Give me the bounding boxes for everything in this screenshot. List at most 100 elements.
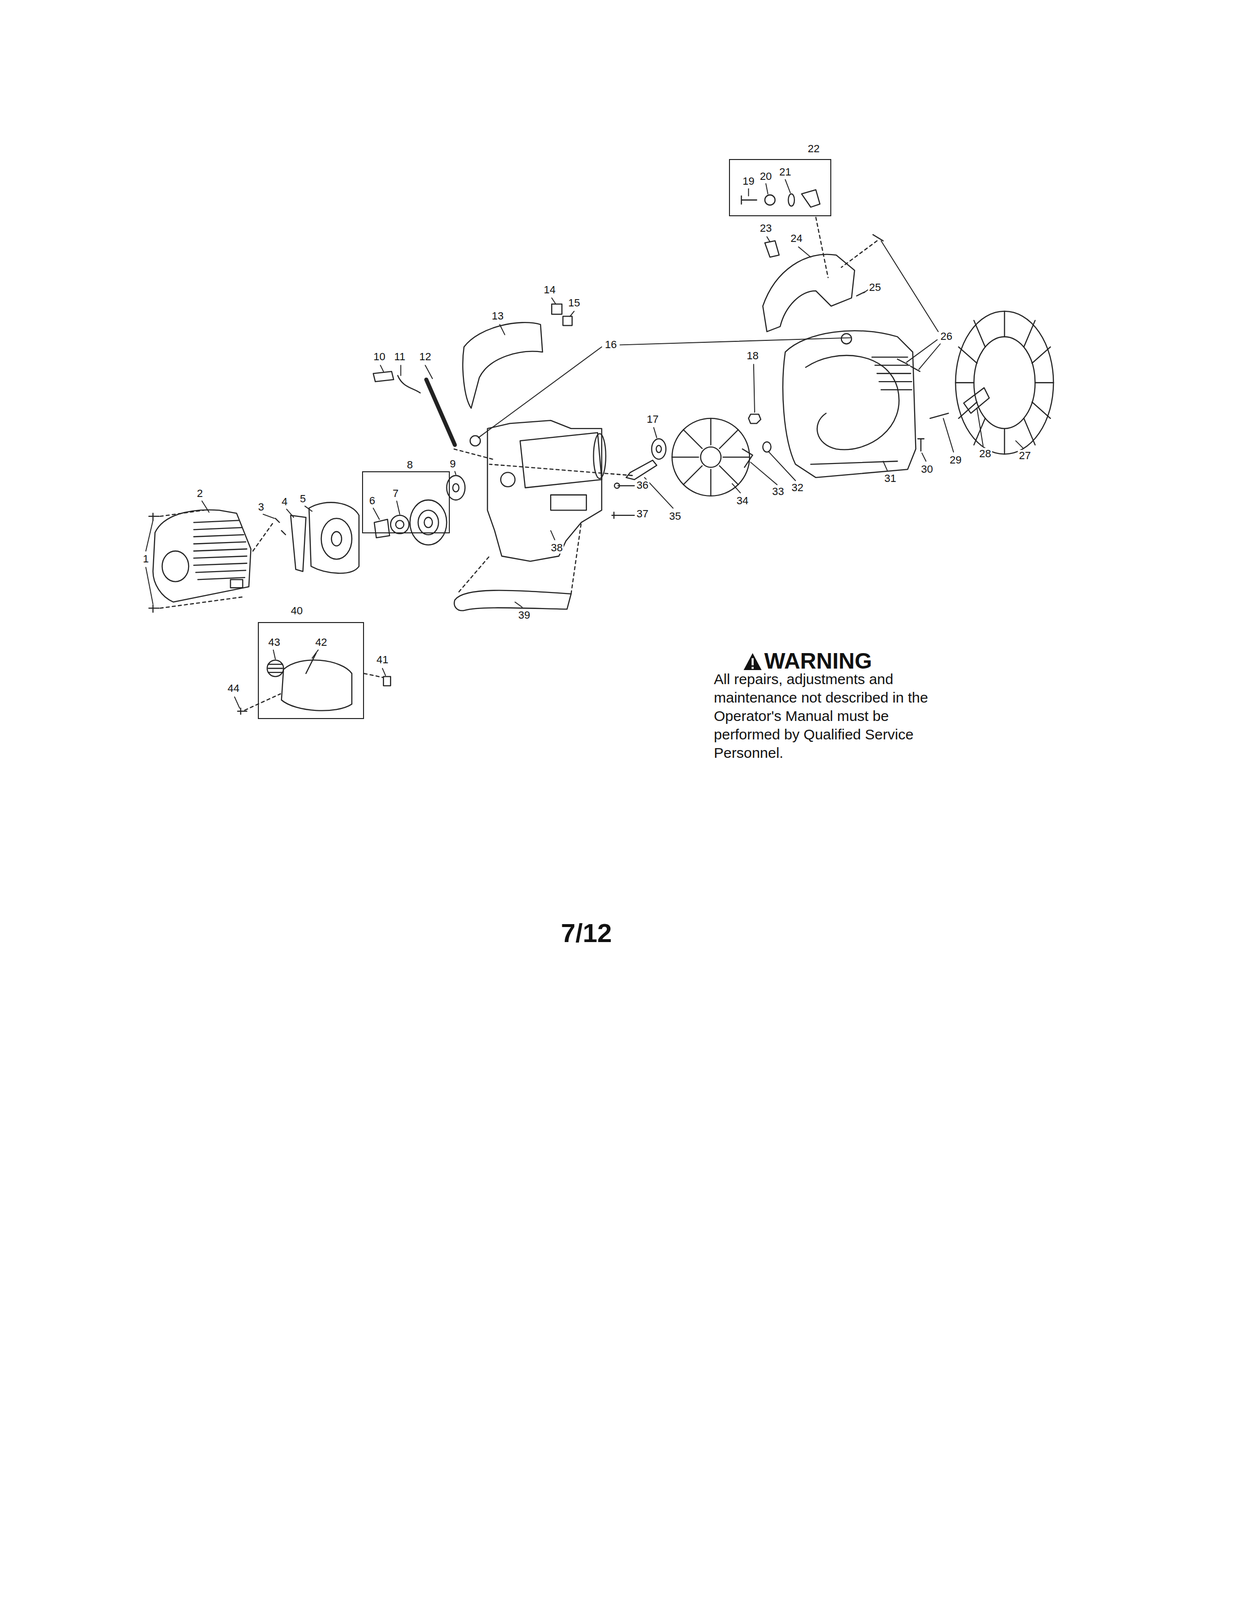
ignition-module	[268, 664, 283, 673]
top-handle	[762, 240, 855, 332]
leader-line	[202, 500, 210, 512]
leader-line	[798, 246, 811, 257]
engine-cover	[193, 520, 247, 580]
leader-line	[732, 483, 741, 493]
throttle-cable	[397, 375, 421, 393]
leader-line	[1015, 440, 1024, 448]
warning-symbol	[751, 657, 754, 666]
handle-half	[562, 316, 572, 326]
callout-number: 6	[368, 494, 377, 507]
leader-line	[499, 324, 506, 335]
callout-number: 24	[789, 232, 804, 245]
engine-cover	[230, 579, 243, 588]
intake-grill	[955, 311, 1054, 455]
gasket	[290, 515, 307, 572]
leader-line	[478, 337, 851, 438]
blower-housing	[500, 472, 515, 487]
leader-line	[273, 649, 276, 660]
shaft	[614, 483, 620, 489]
assembly-line	[159, 509, 204, 517]
callout-number: 4	[280, 495, 289, 508]
shaft	[611, 438, 666, 519]
hardware	[918, 438, 925, 451]
blower-housing-half	[871, 357, 912, 390]
callout-number: 36	[635, 479, 650, 492]
callout-number: 26	[939, 330, 953, 343]
callout-number: 44	[226, 682, 241, 695]
throttle-cable	[373, 371, 455, 445]
page-number: 7/12	[559, 918, 613, 948]
blower-housing	[550, 494, 587, 511]
group-callout-number: 8	[406, 459, 414, 471]
impeller	[700, 446, 721, 468]
callout-number: 11	[393, 350, 407, 363]
callout-number: 25	[868, 281, 882, 294]
leader-line	[373, 507, 380, 520]
washer	[452, 483, 460, 492]
impeller	[672, 418, 750, 496]
assembly-line	[815, 217, 828, 278]
group-callout-number: 22	[807, 142, 821, 155]
leader-line	[747, 188, 749, 196]
callout-number: 32	[790, 481, 805, 494]
leader-line	[380, 364, 384, 372]
starter-housing	[309, 502, 360, 573]
impeller	[672, 418, 750, 496]
callout-number: 29	[948, 454, 963, 466]
callout-number: 38	[550, 541, 564, 554]
leader-line	[785, 179, 791, 193]
leader-line	[943, 418, 954, 452]
screw	[275, 518, 286, 535]
hardware	[872, 234, 884, 241]
callout-number: 43	[267, 636, 282, 649]
starter-housing	[331, 531, 342, 546]
leader-line	[263, 514, 275, 519]
shaft	[656, 445, 662, 453]
callout-number: 37	[635, 507, 650, 520]
leader-line	[304, 506, 313, 512]
throttle-cable	[373, 371, 394, 382]
warning-heading: WARNING	[762, 648, 874, 674]
leader-line	[766, 236, 770, 242]
starter-housing	[309, 502, 360, 573]
callout-number: 27	[1017, 449, 1032, 462]
screw	[148, 513, 286, 613]
callout-number: 35	[668, 510, 682, 523]
leader-line	[425, 364, 433, 379]
callout-number: 15	[567, 297, 581, 309]
starter-pulley	[424, 517, 433, 528]
leader-line	[551, 298, 556, 305]
starter-pulley	[418, 509, 439, 535]
part-group-box: 22192021	[728, 158, 831, 217]
leader-line	[977, 408, 984, 446]
intake-grill	[930, 311, 1054, 455]
starter-pulley	[395, 520, 404, 529]
hardware	[741, 195, 758, 205]
callout-number: 34	[735, 494, 749, 507]
callout-number: 13	[490, 310, 505, 322]
leader-line	[454, 471, 456, 475]
callout-number: 18	[745, 349, 760, 362]
callout-number: 21	[778, 166, 793, 178]
hardware	[764, 194, 776, 206]
leader-line	[765, 183, 768, 194]
leader-line	[570, 311, 574, 317]
starter-pulley	[374, 519, 390, 538]
callout-number: 30	[919, 463, 934, 476]
assembly-line	[159, 217, 877, 711]
clip-washer-nut	[742, 448, 753, 468]
leader-line	[750, 461, 778, 485]
blower-housing-half	[782, 330, 916, 478]
assembly-line	[459, 555, 490, 592]
callout-number: 10	[372, 350, 386, 363]
assembly-line	[253, 522, 274, 552]
hardware	[801, 189, 821, 207]
hardware	[741, 189, 925, 451]
callout-number: 23	[759, 222, 773, 235]
hardware	[897, 359, 908, 365]
shaft	[651, 438, 666, 460]
ignition-module	[267, 660, 284, 677]
clip-washer-nut	[742, 413, 772, 467]
